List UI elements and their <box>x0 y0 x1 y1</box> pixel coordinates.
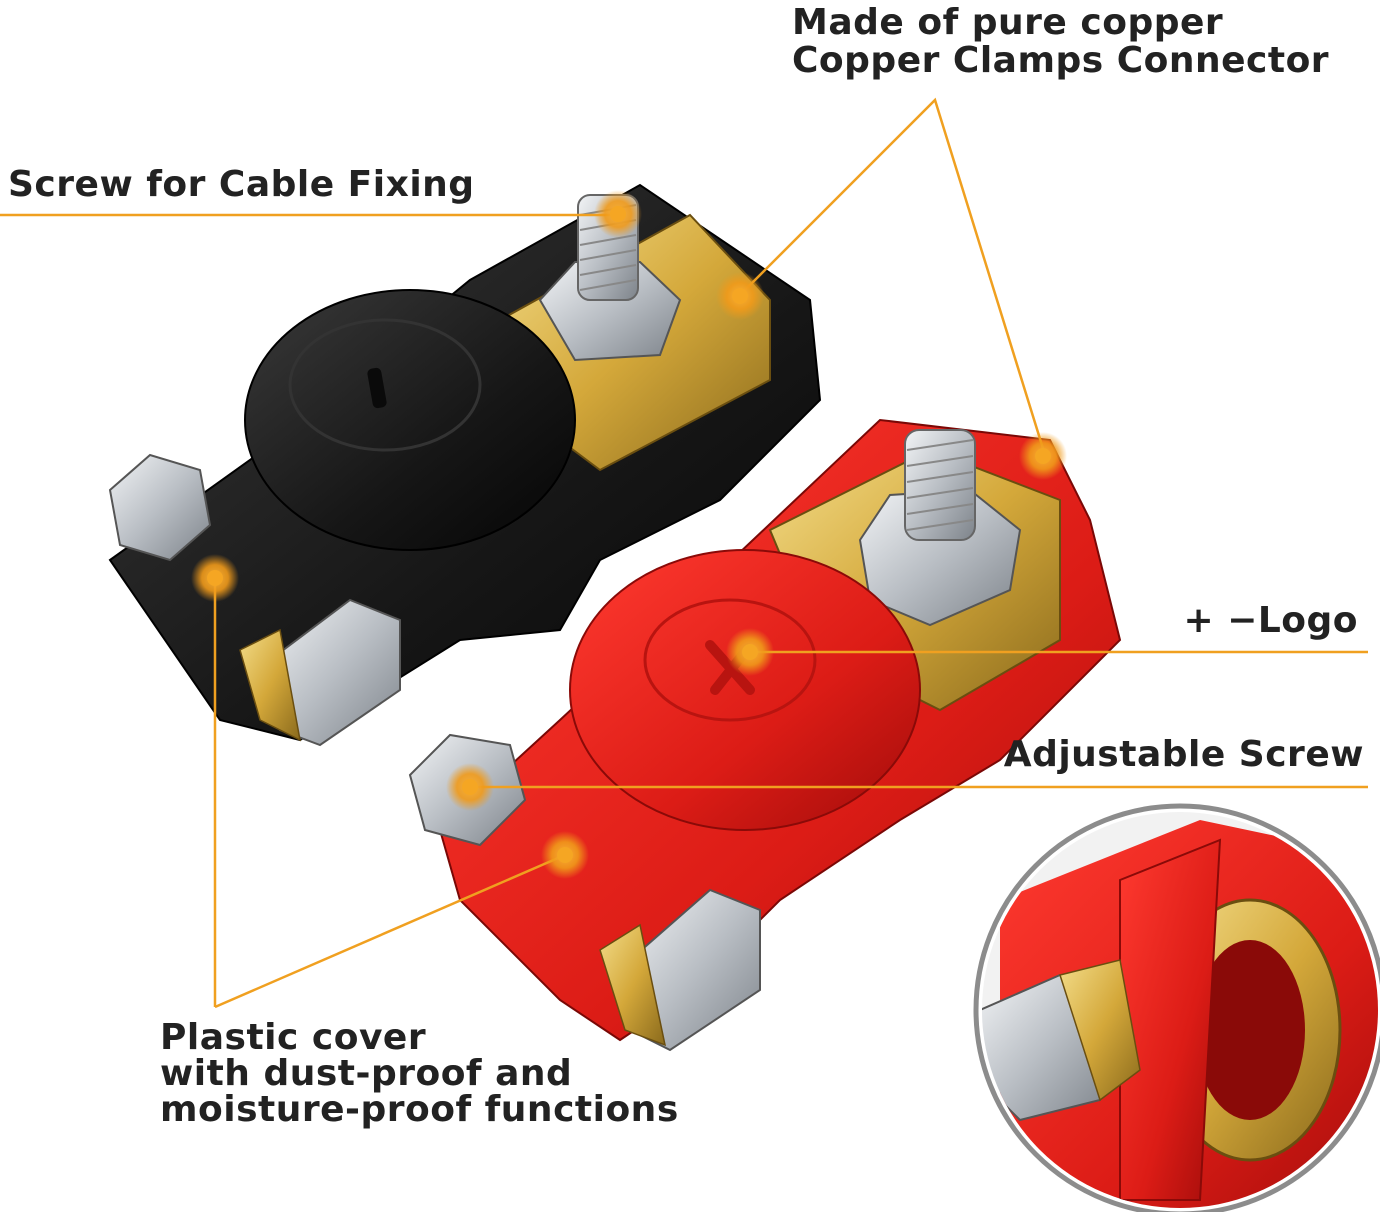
callout-copper <box>739 97 1047 456</box>
black-negative-terminal <box>108 183 822 747</box>
black-terminal-nut <box>538 261 682 362</box>
copper-label-line2: Copper Clamps Connector <box>792 39 1330 81</box>
callout-dots <box>191 190 1067 879</box>
plastic-cover-label: Plastic cover with dust-proof and moistu… <box>160 1020 679 1128</box>
plastic-label-line2: with dust-proof and <box>160 1053 573 1094</box>
black-terminal-side-nut <box>108 453 212 562</box>
copper-label-line1: Made of pure copper <box>792 2 1224 43</box>
red-terminal-bolt <box>904 429 976 541</box>
copper-label: Made of pure copper Copper Clamps Connec… <box>792 4 1329 80</box>
plastic-label-line1: Plastic cover <box>160 1017 427 1058</box>
adjustable-screw-label: Adjustable Screw <box>1003 734 1364 775</box>
cable-screw-label: Screw for Cable Fixing <box>8 164 475 205</box>
plastic-label-line3: moisture-proof functions <box>160 1089 679 1130</box>
logo-label: + −Logo <box>1183 600 1358 641</box>
black-terminal-cap <box>244 289 576 551</box>
zoom-detail-circle <box>973 803 1380 1212</box>
red-positive-terminal <box>408 418 1122 1052</box>
callout-lines <box>0 97 1368 1009</box>
minus-logo <box>367 367 387 409</box>
